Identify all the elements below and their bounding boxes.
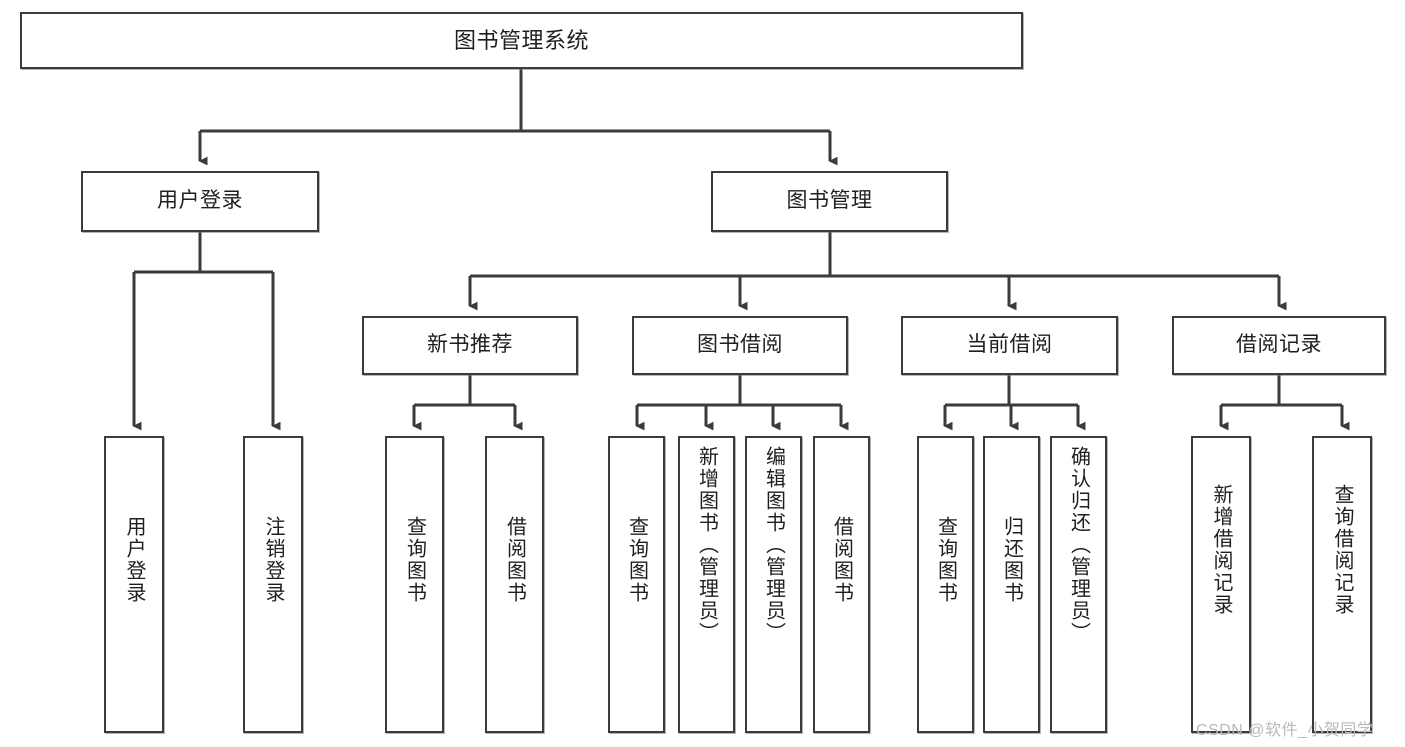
node-leaf-query-book-1[interactable]: 查询图书 (385, 436, 444, 733)
node-leaf-borrow-book-1[interactable]: 借阅图书 (485, 436, 544, 733)
node-label: 图书借阅 (697, 333, 783, 357)
node-label: 用户登录 (123, 516, 145, 604)
node-leaf-add-borrow-record[interactable]: 新增借阅记录 (1191, 436, 1251, 733)
node-label: 借阅图书 (503, 516, 526, 604)
node-leaf-query-book-3[interactable]: 查询图书 (917, 436, 974, 733)
node-label: 借阅图书 (830, 516, 853, 604)
node-label: 确认归还（管理员） (1067, 446, 1090, 644)
node-label: 新书推荐 (427, 333, 513, 357)
node-label: 查询图书 (934, 516, 957, 604)
node-label: 新增借阅记录 (1210, 484, 1232, 616)
node-leaf-logout[interactable]: 注销登录 (243, 436, 303, 733)
node-label: 查询借阅记录 (1331, 484, 1353, 616)
node-user-login[interactable]: 用户登录 (81, 171, 319, 232)
node-label: 图书管理 (786, 189, 873, 213)
node-label: 图书管理系统 (453, 27, 589, 53)
node-label: 用户登录 (157, 189, 243, 213)
node-current-borrow[interactable]: 当前借阅 (901, 316, 1118, 375)
node-leaf-query-book-2[interactable]: 查询图书 (608, 436, 665, 733)
node-leaf-edit-book-admin[interactable]: 编辑图书（管理员） (745, 436, 802, 733)
node-label: 借阅记录 (1236, 333, 1322, 357)
node-root-system[interactable]: 图书管理系统 (20, 12, 1023, 69)
node-borrow-record[interactable]: 借阅记录 (1172, 316, 1386, 375)
node-label: 当前借阅 (966, 333, 1053, 357)
node-leaf-return-book[interactable]: 归还图书 (983, 436, 1040, 733)
node-label: 注销登录 (262, 516, 284, 604)
node-label: 编辑图书（管理员） (762, 446, 785, 644)
node-leaf-user-login[interactable]: 用户登录 (104, 436, 164, 733)
node-leaf-borrow-book-2[interactable]: 借阅图书 (813, 436, 870, 733)
node-label: 查询图书 (625, 516, 648, 604)
node-label: 归还图书 (1000, 516, 1023, 604)
watermark-text: CSDN @软件_小贺同学 (1196, 722, 1374, 739)
node-label: 新增图书（管理员） (695, 446, 718, 644)
node-book-management[interactable]: 图书管理 (711, 171, 948, 232)
node-leaf-query-borrow-record[interactable]: 查询借阅记录 (1312, 436, 1372, 733)
node-label: 查询图书 (403, 516, 426, 604)
node-book-borrow[interactable]: 图书借阅 (632, 316, 848, 375)
node-new-book-recommend[interactable]: 新书推荐 (362, 316, 578, 375)
node-leaf-add-book-admin[interactable]: 新增图书（管理员） (678, 436, 735, 733)
node-leaf-confirm-return-admin[interactable]: 确认归还（管理员） (1050, 436, 1107, 733)
